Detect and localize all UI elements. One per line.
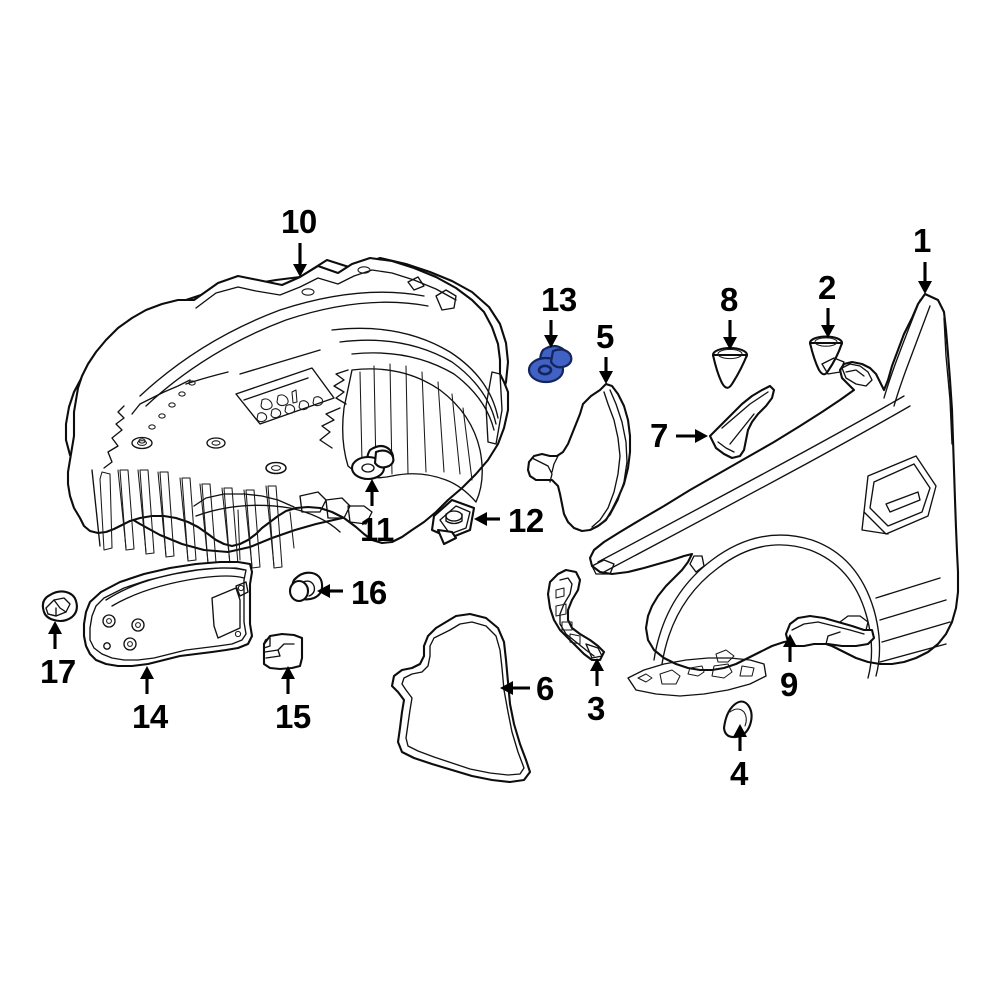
callout-number-9[interactable]: 9 <box>780 666 798 703</box>
callout-number-11[interactable]: 11 <box>360 511 394 548</box>
part-1-fender-panel[interactable] <box>588 292 960 697</box>
callout-number-5[interactable]: 5 <box>596 318 614 355</box>
part-8-body-plug[interactable] <box>711 346 749 389</box>
part-13-rivet-highlighted[interactable] <box>527 344 573 384</box>
callout-arrowhead-16 <box>317 584 330 598</box>
fender-lower-flange <box>627 649 767 697</box>
callout-arrowhead-15 <box>281 666 295 679</box>
part-2-body-plug[interactable] <box>808 335 844 376</box>
callout-arrowhead-14 <box>140 666 154 679</box>
shield-hole-3 <box>123 637 137 651</box>
part-14-splash-shield-lower[interactable] <box>82 560 254 668</box>
callout-arrowhead-9 <box>783 634 797 647</box>
callout-arrowhead-10 <box>293 264 307 277</box>
callout-arrowhead-3 <box>590 658 604 671</box>
part-5-liner-extension[interactable] <box>526 382 632 533</box>
side-marker-cutout <box>861 455 937 535</box>
callout-arrowhead-13 <box>544 335 558 348</box>
callout-number-14[interactable]: 14 <box>132 698 168 735</box>
callout-arrowhead-5 <box>599 371 613 384</box>
part-15-retainer-block[interactable] <box>262 632 304 671</box>
callout-number-12[interactable]: 12 <box>508 502 544 539</box>
callout-number-10[interactable]: 10 <box>281 203 317 240</box>
callout-number-16[interactable]: 16 <box>351 574 387 611</box>
callout-arrows <box>48 243 932 751</box>
callout-arrowhead-12 <box>474 512 487 526</box>
part-3-fender-brace[interactable] <box>546 568 606 662</box>
part-17-wedge-clip[interactable] <box>41 590 78 623</box>
part-12-clip-nut[interactable] <box>430 498 476 546</box>
part-10-fender-liner[interactable] <box>66 256 510 569</box>
callout-arrowhead-2 <box>821 325 835 338</box>
part-16-grommet-nut[interactable] <box>288 571 324 603</box>
liner-eyelet-5 <box>206 437 226 449</box>
part-9-fender-bracket-lower[interactable] <box>784 614 876 648</box>
liner-eyelet-3 <box>265 461 287 475</box>
callout-arrowhead-7 <box>695 429 708 443</box>
callout-number-3[interactable]: 3 <box>587 690 605 727</box>
callout-arrowhead-4 <box>733 724 747 737</box>
part-4-body-plug[interactable] <box>722 700 753 739</box>
part-11-rivet[interactable] <box>350 444 395 481</box>
callout-number-13[interactable]: 13 <box>541 281 577 318</box>
liner-eyelet-1 <box>131 436 153 450</box>
callout-arrowhead-17 <box>48 621 62 634</box>
callout-number-17[interactable]: 17 <box>40 653 76 690</box>
callout-number-4[interactable]: 4 <box>730 755 748 792</box>
callout-arrowhead-8 <box>723 337 737 350</box>
part-6-liner-seal[interactable] <box>390 612 532 784</box>
callout-arrowhead-11 <box>365 479 379 492</box>
callout-number-1[interactable]: 1 <box>913 222 931 259</box>
callout-number-7[interactable]: 7 <box>650 417 668 454</box>
shield-hole-2 <box>131 618 145 632</box>
callout-number-6[interactable]: 6 <box>536 670 554 707</box>
callout-number-2[interactable]: 2 <box>818 269 836 306</box>
callout-arrowhead-6 <box>500 681 513 695</box>
callout-number-15[interactable]: 15 <box>275 698 311 735</box>
part-7-fender-bracket-upper[interactable] <box>708 384 776 460</box>
callout-arrowhead-1 <box>918 281 932 294</box>
shield-hole-1 <box>102 614 116 628</box>
callout-number-8[interactable]: 8 <box>720 281 738 318</box>
